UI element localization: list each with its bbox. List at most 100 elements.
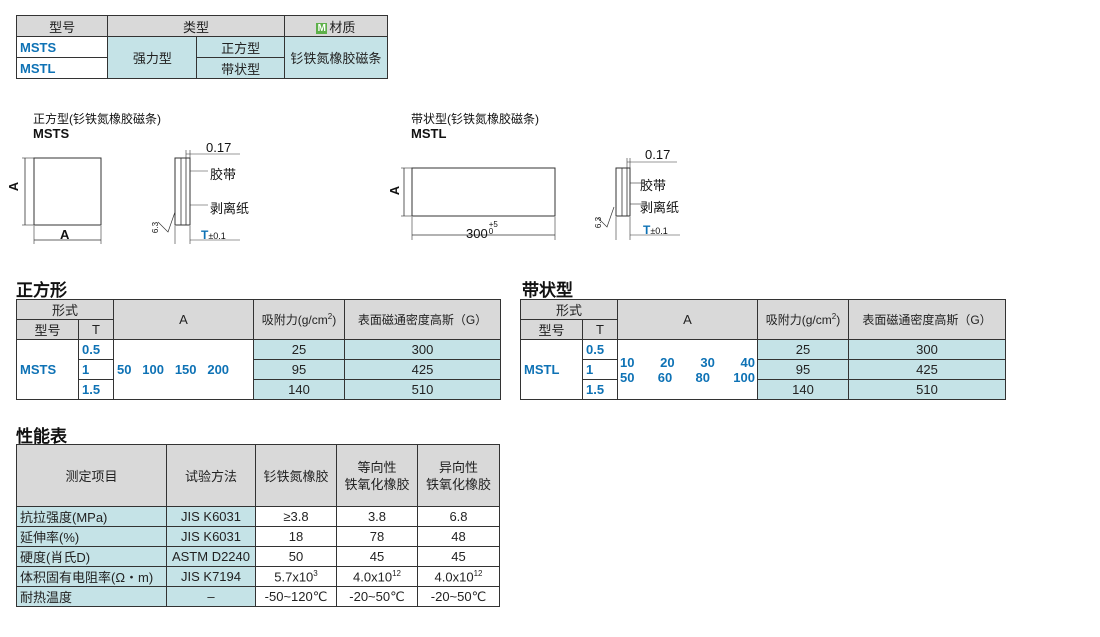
perf-table: 测定项目 试验方法 钐铁氮橡胶 等向性 铁氧化橡胶 异向性 铁氧化橡胶 抗拉强度… — [16, 444, 500, 607]
perf-header-item: 测定项目 — [16, 444, 167, 507]
square-model: MSTS — [16, 339, 79, 400]
perf-item-resistivity: 体积固有电阻率(Ω・m) — [16, 566, 167, 587]
msts-diagram-code: MSTS — [33, 126, 70, 141]
perf-method-elongation: JIS K6031 — [166, 526, 256, 547]
strip-model: MSTL — [520, 339, 583, 400]
strip-section-title: 带状型 — [522, 281, 573, 300]
perf-aniso-heat: -20~50℃ — [417, 586, 500, 607]
msts-dim-a-horizontal: A — [60, 227, 70, 242]
perf-iso-heat: -20~50℃ — [336, 586, 418, 607]
mstl-diagram — [401, 158, 680, 240]
header-model: 型号 — [15, 15, 109, 37]
perf-header-smfen: 钐铁氮橡胶 — [255, 444, 337, 507]
mstl-roughness: 6.3 — [594, 216, 604, 229]
mstl-diagram-title: 带状型(钐铁氮橡胶磁条) — [411, 112, 539, 126]
model-msts: MSTS — [15, 36, 109, 58]
strip-force-0: 25 — [757, 339, 849, 360]
perf-aniso-tensile: 6.8 — [417, 506, 500, 527]
header-flux: 表面磁通密度高斯（G） — [848, 299, 1006, 340]
perf-aniso-elongation: 48 — [417, 526, 500, 547]
perf-header-anisotropic: 异向性 铁氧化橡胶 — [417, 444, 500, 507]
header-model: 型号 — [520, 319, 583, 340]
header-flux: 表面磁通密度高斯（G） — [344, 299, 501, 340]
header-form: 形式 — [16, 299, 114, 320]
square-flux-2: 510 — [344, 379, 501, 400]
perf-smfen-elongation: 18 — [255, 526, 337, 547]
perf-smfen-hardness: 50 — [255, 546, 337, 567]
strip-spec-table: 形式 A 吸附力(g/cm2) 表面磁通密度高斯（G） 型号 T MSTL 0.… — [520, 299, 1006, 400]
mstl-tape-label: 胶带 — [640, 178, 667, 193]
perf-aniso-resistivity: 4.0x1012 — [417, 566, 500, 587]
perf-iso-elongation: 78 — [336, 526, 418, 547]
perf-header-isotropic: 等向性 铁氧化橡胶 — [336, 444, 418, 507]
strip-flux-0: 300 — [848, 339, 1006, 360]
msts-release-label: 剥离纸 — [210, 201, 250, 216]
msts-diagram — [22, 150, 240, 244]
square-spec-table: 形式 A 吸附力(g/cm2) 表面磁通密度高斯（G） 型号 T MSTS 0.… — [16, 299, 501, 400]
strip-flux-1: 425 — [848, 359, 1006, 380]
perf-iso-hardness: 45 — [336, 546, 418, 567]
msts-roughness: 6.3 — [151, 221, 161, 234]
perf-method-tensile: JIS K6031 — [166, 506, 256, 527]
header-force: 吸附力(g/cm2) — [757, 299, 849, 340]
strip-t-1: 1 — [582, 359, 618, 380]
mstl-diagram-code: MSTL — [411, 126, 447, 141]
perf-iso-tensile: 3.8 — [336, 506, 418, 527]
msts-diagram-title: 正方型(钐铁氮橡胶磁条) — [33, 112, 161, 126]
perf-iso-resistivity: 4.0x1012 — [336, 566, 418, 587]
strength-type: 强力型 — [107, 36, 198, 79]
material-value: 钐铁氮橡胶磁条 — [283, 36, 389, 79]
perf-smfen-heat: -50~120℃ — [255, 586, 337, 607]
header-type: 类型 — [107, 15, 285, 37]
msts-t-dim: T±0.1 — [201, 228, 226, 242]
shape-square: 正方型 — [196, 36, 285, 58]
strip-force-1: 95 — [757, 359, 849, 380]
perf-item-heat: 耐热温度 — [16, 586, 167, 607]
header-t: T — [78, 319, 114, 340]
square-t-0: 0.5 — [78, 339, 114, 360]
perf-section-title: 性能表 — [16, 427, 67, 446]
square-t-2: 1.5 — [78, 379, 114, 400]
shape-strip: 带状型 — [196, 57, 285, 79]
strip-force-2: 140 — [757, 379, 849, 400]
strip-t-2: 1.5 — [582, 379, 618, 400]
perf-smfen-resistivity: 5.7x103 — [255, 566, 337, 587]
header-model: 型号 — [16, 319, 79, 340]
header-form: 形式 — [520, 299, 618, 320]
header-t: T — [582, 319, 618, 340]
square-flux-0: 300 — [344, 339, 501, 360]
mstl-dim-a-vertical: A — [387, 185, 403, 196]
square-force-2: 140 — [253, 379, 345, 400]
square-a-values: 50 100 150 200 — [113, 339, 254, 400]
square-force-1: 95 — [253, 359, 345, 380]
material-badge: M — [316, 22, 328, 34]
perf-aniso-hardness: 45 — [417, 546, 500, 567]
square-section-title: 正方形 — [16, 281, 67, 300]
square-flux-1: 425 — [344, 359, 501, 380]
perf-header-method: 试验方法 — [166, 444, 256, 507]
perf-item-elongation: 延伸率(%) — [16, 526, 167, 547]
square-force-0: 25 — [253, 339, 345, 360]
model-mstl: MSTL — [15, 57, 109, 79]
perf-method-resistivity: JIS K7194 — [166, 566, 256, 587]
mstl-t-dim: T±0.1 — [643, 223, 668, 237]
header-a: A — [617, 299, 758, 340]
header-a: A — [113, 299, 254, 340]
perf-method-hardness: ASTM D2240 — [166, 546, 256, 567]
perf-smfen-tensile: ≥3.8 — [255, 506, 337, 527]
perf-item-hardness: 硬度(肖氏D) — [16, 546, 167, 567]
mstl-release-label: 剥离纸 — [640, 200, 680, 215]
msts-thickness: 0.17 — [206, 140, 232, 155]
mstl-thickness: 0.17 — [645, 147, 671, 162]
strip-t-0: 0.5 — [582, 339, 618, 360]
square-t-1: 1 — [78, 359, 114, 380]
msts-tape-label: 胶带 — [210, 167, 237, 182]
perf-item-tensile: 抗拉强度(MPa) — [16, 506, 167, 527]
header-force: 吸附力(g/cm2) — [253, 299, 345, 340]
msts-dim-a-vertical: A — [6, 181, 22, 192]
strip-flux-2: 510 — [848, 379, 1006, 400]
